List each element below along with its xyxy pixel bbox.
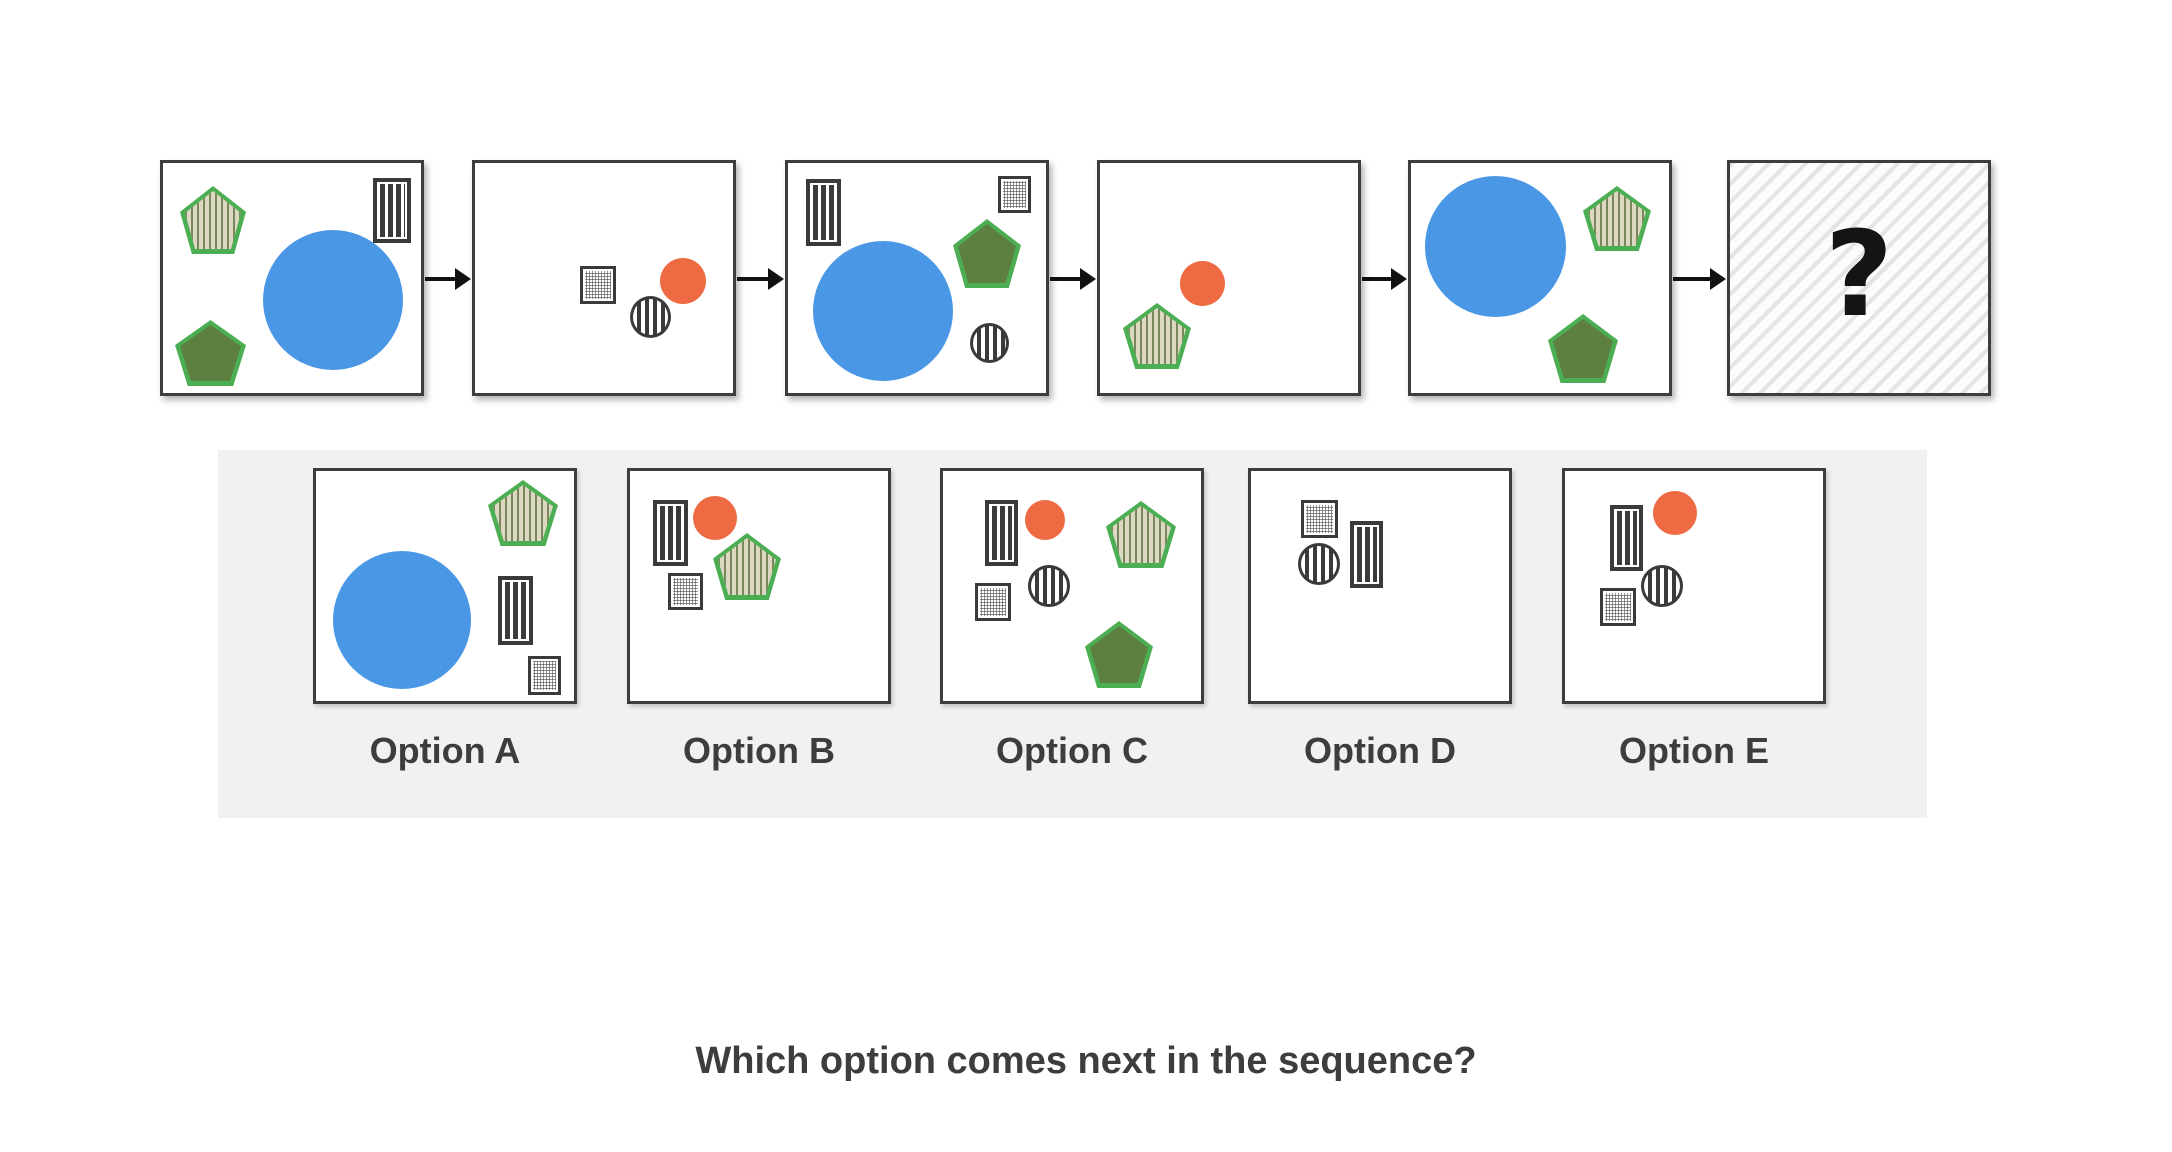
shape-solid-pentagon	[175, 320, 246, 386]
shape-checkered-square	[668, 573, 703, 610]
sequence-panel-2	[472, 160, 736, 396]
shape-blue-circle	[333, 551, 471, 689]
sequence-panel-1	[160, 160, 424, 396]
option-box-a[interactable]	[313, 468, 577, 704]
sequence-panel-5	[1408, 160, 1672, 396]
shape-checkered-square	[528, 656, 561, 695]
question-text: Which option comes next in the sequence?	[695, 1040, 1477, 1082]
pentagon-fill	[1588, 191, 1646, 246]
arrow-right-icon	[737, 268, 784, 290]
option-box-c[interactable]	[940, 468, 1204, 704]
option-box-d[interactable]	[1248, 468, 1512, 704]
pentagon-fill	[958, 224, 1016, 283]
shape-blue-circle	[813, 241, 953, 381]
shape-striped-circle	[1641, 565, 1683, 607]
shape-striped-rect	[653, 500, 688, 566]
option-label-d: Option D	[1304, 730, 1456, 771]
pentagon-fill	[180, 325, 241, 381]
shape-striped-pentagon	[180, 186, 246, 254]
pentagon-fill	[718, 538, 776, 595]
arrow-head	[455, 268, 471, 290]
shape-orange-circle	[1025, 500, 1065, 540]
shape-striped-rect	[985, 500, 1018, 566]
arrow-right-icon	[1362, 268, 1407, 290]
shape-striped-pentagon	[1583, 186, 1651, 251]
pentagon-fill	[185, 191, 241, 249]
shape-orange-circle	[1180, 261, 1225, 306]
arrow-head	[1391, 268, 1407, 290]
arrow-right-icon	[1050, 268, 1096, 290]
mystery-box: ?	[1727, 160, 1991, 396]
pentagon-fill	[1090, 626, 1148, 683]
shape-solid-pentagon	[953, 219, 1021, 288]
shape-orange-circle	[1653, 491, 1697, 535]
shape-striped-rect	[1350, 521, 1383, 588]
shape-orange-circle	[693, 496, 737, 540]
option-label-c: Option C	[996, 730, 1148, 771]
option-label-b: Option B	[683, 730, 835, 771]
shape-orange-circle	[660, 258, 706, 304]
shape-checkered-square	[975, 583, 1011, 621]
shape-striped-pentagon	[713, 533, 781, 600]
options-panel: Option A Option B Option C Option D Option E	[218, 450, 1927, 818]
shape-striped-pentagon	[1123, 303, 1191, 369]
arrow-line	[1050, 277, 1085, 281]
arrow-line	[425, 277, 460, 281]
pentagon-fill	[493, 485, 553, 541]
shape-blue-circle	[1425, 176, 1566, 317]
arrow-line	[1673, 277, 1715, 281]
arrow-right-icon	[1673, 268, 1726, 290]
shape-solid-pentagon	[1085, 621, 1153, 688]
option-box-b[interactable]	[627, 468, 891, 704]
shape-striped-rect	[806, 179, 841, 246]
arrow-head	[1710, 268, 1726, 290]
pentagon-fill	[1553, 319, 1613, 378]
shape-striped-circle	[970, 323, 1009, 363]
shape-striped-rect	[373, 178, 411, 243]
question-mark: ?	[1824, 205, 1894, 343]
shape-checkered-square	[580, 266, 616, 304]
shape-striped-rect	[498, 576, 533, 645]
option-label-a: Option A	[369, 730, 521, 771]
option-box-e[interactable]	[1562, 468, 1826, 704]
shape-striped-circle	[1028, 565, 1070, 607]
arrow-head	[1080, 268, 1096, 290]
arrow-line	[737, 277, 773, 281]
pentagon-fill	[1128, 308, 1186, 364]
shape-striped-pentagon	[488, 480, 558, 546]
option-label-e: Option E	[1619, 730, 1769, 771]
pentagon-fill	[1111, 506, 1171, 563]
sequence-panel-3	[785, 160, 1049, 396]
arrow-line	[1362, 277, 1396, 281]
shape-striped-rect	[1610, 505, 1643, 571]
shape-striped-circle	[630, 296, 671, 338]
arrow-head	[768, 268, 784, 290]
shape-checkered-square	[1600, 588, 1636, 626]
shape-blue-circle	[263, 230, 403, 370]
shape-checkered-square	[1301, 500, 1338, 538]
shape-striped-circle	[1298, 543, 1340, 585]
sequence-panel-4	[1097, 160, 1361, 396]
shape-solid-pentagon	[1548, 314, 1618, 383]
shape-striped-pentagon	[1106, 501, 1176, 568]
shape-checkered-square	[998, 176, 1031, 213]
arrow-right-icon	[425, 268, 471, 290]
